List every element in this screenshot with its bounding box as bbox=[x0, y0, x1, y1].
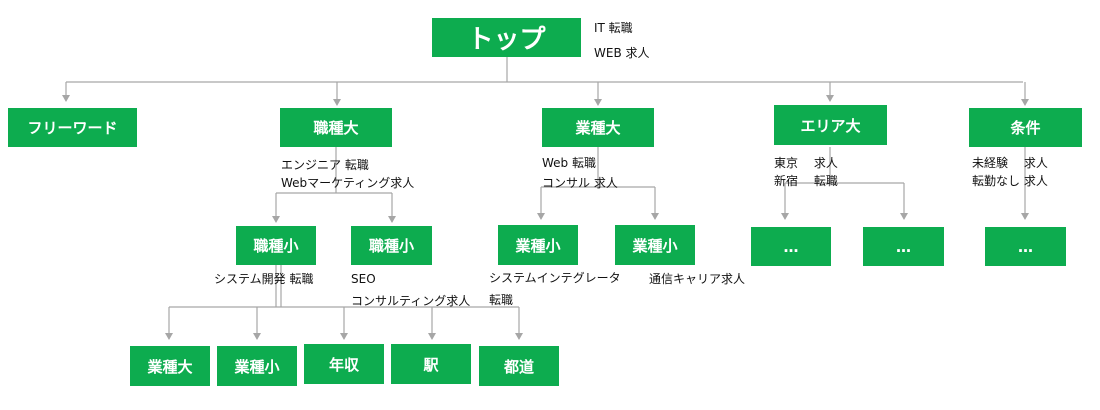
job-large-note-line-2: Webマーケティング求人 bbox=[281, 176, 415, 190]
level3-node-1: 業種大 bbox=[130, 346, 210, 386]
industry-large-node: 業種大 bbox=[542, 108, 654, 147]
job-small-node-2: 職種小 bbox=[351, 226, 432, 265]
industry-large-note: Web 転職 コンサル 求人 bbox=[542, 154, 618, 192]
industry-small-node-2: 業種小 bbox=[615, 225, 695, 265]
industry-small-node-1: 業種小 bbox=[498, 225, 578, 265]
area-large-note-line-1: 東京 求人 bbox=[774, 156, 838, 170]
job-small-node-1: 職種小 bbox=[236, 226, 316, 265]
industry-small-note-1: システムインテグレータ 転職 bbox=[489, 269, 621, 309]
condition-more-node: … bbox=[985, 227, 1066, 266]
industry-small-note-1-line-1: システムインテグレータ bbox=[489, 271, 621, 285]
job-small-note-2: SEO コンサルティング求人 bbox=[351, 270, 470, 310]
top-node: トップ bbox=[432, 18, 581, 57]
area-large-note: 東京 求人 新宿 転職 bbox=[774, 154, 838, 190]
level3-node-3: 年収 bbox=[304, 344, 384, 384]
industry-large-note-line-2: コンサル 求人 bbox=[542, 176, 618, 190]
area-more-node-2: … bbox=[863, 227, 944, 266]
top-note-line-1: IT 転職 bbox=[594, 21, 633, 35]
industry-small-note-2: 通信キャリア求人 bbox=[649, 272, 746, 286]
area-more-node-1: … bbox=[751, 227, 831, 266]
job-small-note-2-line-1: SEO bbox=[351, 272, 376, 286]
conditions-node: 条件 bbox=[969, 108, 1082, 147]
top-note-line-2: WEB 求人 bbox=[594, 46, 650, 60]
area-large-node: エリア大 bbox=[774, 105, 887, 145]
area-large-note-line-2: 新宿 転職 bbox=[774, 174, 838, 188]
job-large-node: 職種大 bbox=[280, 108, 392, 147]
job-large-note: エンジニア 転職 Webマーケティング求人 bbox=[281, 156, 414, 192]
job-small-note-1: システム開発 転職 bbox=[214, 272, 314, 286]
conditions-note-line-1: 未経験 求人 bbox=[972, 156, 1048, 170]
job-large-note-line-1: エンジニア 転職 bbox=[281, 158, 369, 172]
conditions-note-line-2: 転勤なし 求人 bbox=[972, 174, 1048, 188]
level3-node-5: 都道 bbox=[479, 346, 559, 386]
industry-large-note-line-1: Web 転職 bbox=[542, 156, 596, 170]
top-note: IT 転職 WEB 求人 bbox=[594, 19, 650, 62]
freeword-node: フリーワード bbox=[8, 108, 137, 147]
level3-node-4: 駅 bbox=[391, 344, 471, 384]
level3-node-2: 業種小 bbox=[217, 346, 297, 386]
conditions-note: 未経験 求人 転勤なし 求人 bbox=[972, 154, 1048, 190]
industry-small-note-1-line-2: 転職 bbox=[489, 293, 514, 307]
job-small-note-2-line-2: コンサルティング求人 bbox=[351, 294, 471, 308]
